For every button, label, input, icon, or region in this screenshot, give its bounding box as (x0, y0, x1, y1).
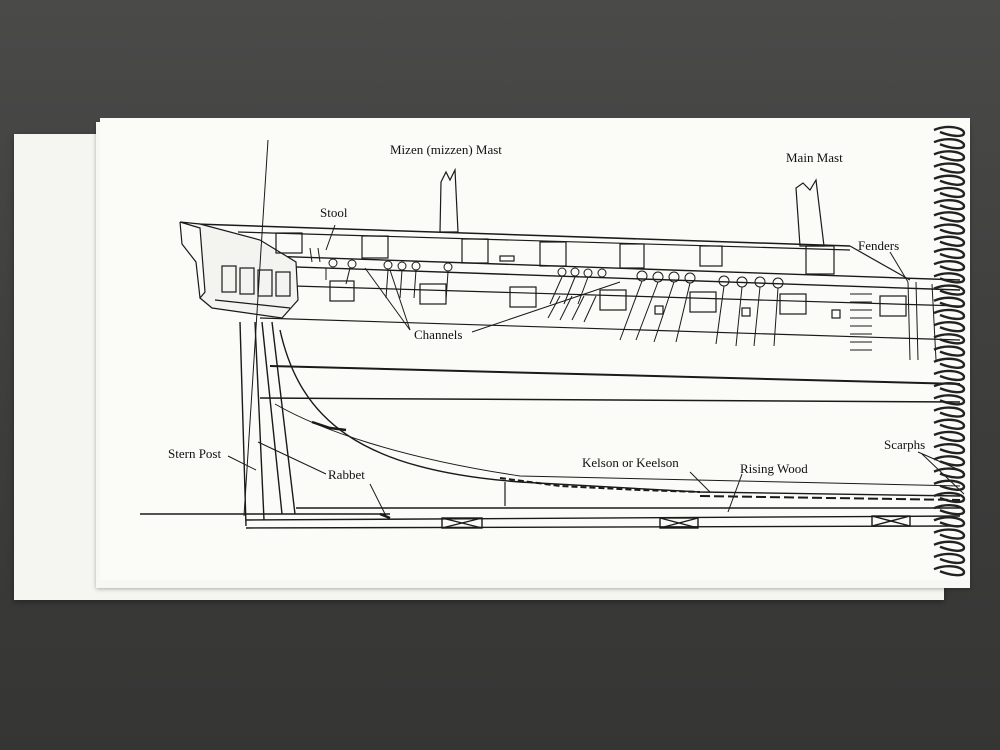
rabbet-label: Rabbet (328, 467, 365, 482)
spiral-coil (933, 272, 966, 284)
fender-ladder (850, 281, 937, 361)
mizen-mast-stump (439, 167, 459, 233)
spiral-coil (933, 174, 966, 186)
spiral-coil (933, 259, 966, 272)
spiral-coil (933, 345, 966, 357)
stool-label: Stool (320, 205, 348, 220)
spiral-coil (933, 491, 966, 504)
spiral-coil (933, 284, 966, 296)
mizen-mast-label: Mizen (mizzen) Mast (390, 142, 502, 157)
spiral-coil (933, 198, 966, 211)
spiral-coil (933, 381, 966, 394)
rising-wood-label: Rising Wood (740, 461, 808, 476)
spiral-coil (933, 223, 966, 235)
spiral-coil (933, 186, 966, 199)
spiral-coil (933, 442, 966, 455)
spiral-coil (933, 479, 966, 491)
stern-gallery (179, 221, 299, 319)
stern-post (239, 139, 296, 527)
spiral-coil (933, 296, 966, 308)
channels-label: Channels (414, 327, 463, 342)
kelson-label: Kelson or Keelson (582, 455, 679, 470)
spiral-coil (933, 357, 966, 369)
spiral-coil (933, 211, 966, 223)
spiral-coil (933, 150, 966, 162)
spiral-coil (933, 552, 966, 565)
spiral-binding (933, 125, 966, 577)
spiral-coil (933, 467, 966, 479)
spiral-coil (933, 455, 966, 467)
scarphs-label: Scarphs (884, 437, 926, 452)
spiral-coil (933, 137, 966, 150)
spiral-coil (933, 418, 966, 430)
spiral-coil (933, 235, 966, 247)
spiral-coil (933, 369, 966, 382)
spiral-coil (933, 540, 966, 552)
spiral-coil (933, 528, 966, 540)
spiral-coil (933, 125, 966, 138)
keel (140, 507, 961, 529)
spiral-coil (933, 503, 966, 516)
spiral-coil (933, 308, 966, 321)
spiral-coil (933, 162, 966, 174)
spiral-coil (933, 406, 966, 418)
spiral-coil (933, 516, 966, 528)
spiral-coil (933, 320, 966, 333)
spiral-coil (933, 430, 966, 443)
spiral-coil (933, 247, 966, 260)
main-mast-label: Main Mast (786, 150, 843, 165)
main-mast-stump (795, 178, 835, 275)
spiral-coil (933, 564, 966, 577)
spiral-coil (933, 333, 966, 345)
stern-post-label: Stern Post (168, 446, 222, 461)
fenders-label: Fenders (858, 238, 900, 253)
spiral-coil (933, 394, 966, 406)
